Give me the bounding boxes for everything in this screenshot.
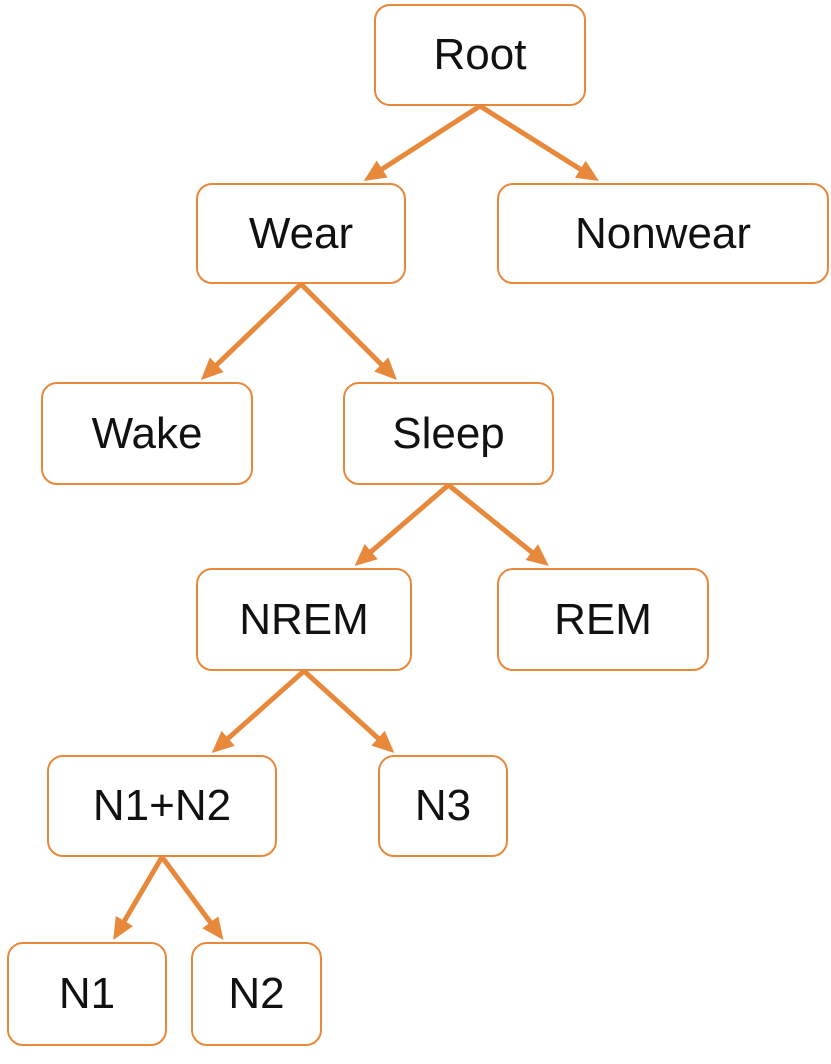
node-n2-label: N2 (228, 969, 285, 1018)
arrowhead-wear-to-wake (200, 357, 224, 380)
node-n3: N3 (378, 755, 508, 857)
edge-wear-to-sleep (298, 281, 387, 370)
arrowhead-root-to-nonwear (575, 160, 599, 181)
arrowhead-nrem-to-n1n2 (211, 730, 235, 753)
node-n1-label: N1 (58, 969, 116, 1018)
node-wake-label: Wake (91, 408, 203, 458)
node-n1: N1 (7, 942, 167, 1046)
node-wear-label: Wear (248, 208, 354, 258)
node-sleep: Sleep (343, 382, 554, 485)
arrowhead-sleep-to-nrem (354, 544, 378, 566)
node-rem-label: REM (554, 594, 652, 644)
node-sleep-label: Sleep (392, 408, 505, 458)
node-n1-plus-n2: N1+N2 (47, 755, 277, 857)
arrowhead-wear-to-sleep (374, 357, 397, 380)
arrowhead-sleep-to-rem (525, 544, 549, 566)
node-nonwear: Nonwear (497, 183, 829, 284)
edge-n1n2-to-n1 (119, 854, 165, 927)
node-n1-plus-n2-label: N1+N2 (92, 781, 232, 830)
node-nonwear-label: Nonwear (574, 208, 752, 258)
node-n3-label: N3 (414, 781, 472, 830)
arrowhead-root-to-wear (363, 160, 388, 181)
edge-wear-to-wake (211, 281, 304, 371)
edge-nrem-to-n1n2 (222, 668, 307, 744)
arrowhead-n1n2-to-n1 (113, 915, 134, 940)
edge-root-to-nonwear (477, 103, 587, 174)
arrowhead-n1n2-to-n2 (202, 916, 224, 940)
edge-nrem-to-n3 (301, 668, 384, 744)
edge-sleep-to-nrem (365, 482, 451, 557)
node-n2: N2 (191, 942, 322, 1046)
edge-root-to-wear (376, 103, 483, 174)
node-nrem-label: NREM (239, 594, 369, 644)
node-root-label: Root (433, 30, 527, 79)
arrowhead-nrem-to-n3 (371, 730, 395, 753)
node-nrem: NREM (196, 568, 412, 671)
edge-n1n2-to-n2 (159, 854, 216, 929)
node-root: Root (374, 4, 586, 106)
edge-sleep-to-rem (446, 482, 538, 558)
node-rem: REM (497, 568, 709, 671)
node-wear: Wear (196, 183, 406, 284)
node-wake: Wake (41, 382, 253, 485)
